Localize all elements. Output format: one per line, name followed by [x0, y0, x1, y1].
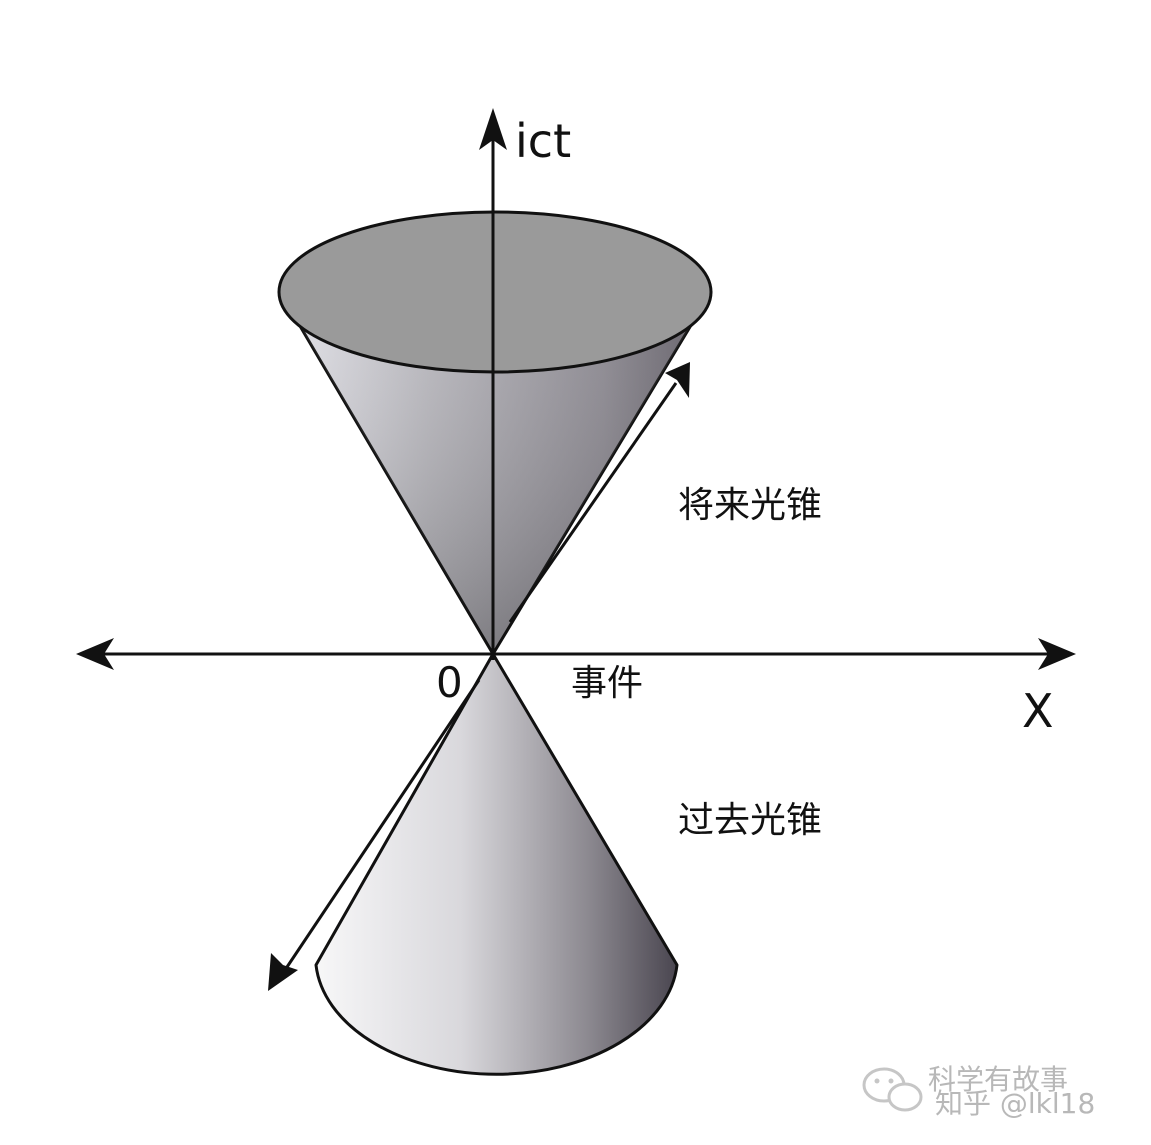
space-axis [76, 638, 1076, 670]
watermark-source: 科学有故事 [928, 1063, 1069, 1096]
past-light-ray [268, 679, 481, 991]
future-cone-top-face [277, 210, 713, 374]
future-cone-label: 将来光锥 [678, 485, 823, 526]
future-light-ray [508, 362, 690, 623]
future-light-cone [277, 210, 713, 656]
past-cone-surface [314, 652, 679, 1076]
origin-label: 0 [436, 658, 463, 707]
event-label: 事件 [571, 663, 644, 704]
time-axis-arrowhead [479, 108, 507, 150]
space-axis-left-arrowhead [76, 638, 114, 670]
past-ray-arrowhead [268, 953, 298, 991]
future-cone-shade [280, 292, 711, 654]
time-axis-label: ict [515, 114, 572, 168]
wechat-icon [862, 1067, 923, 1112]
future-ray-arrowhead [665, 362, 690, 398]
past-cone-label: 过去光锥 [678, 800, 823, 841]
space-axis-right-arrowhead [1038, 638, 1076, 670]
watermark-platform: 知乎 @lkl18 [935, 1087, 1096, 1120]
time-axis [479, 108, 507, 660]
space-axis-label: X [1022, 684, 1054, 738]
past-light-cone [314, 652, 679, 1076]
